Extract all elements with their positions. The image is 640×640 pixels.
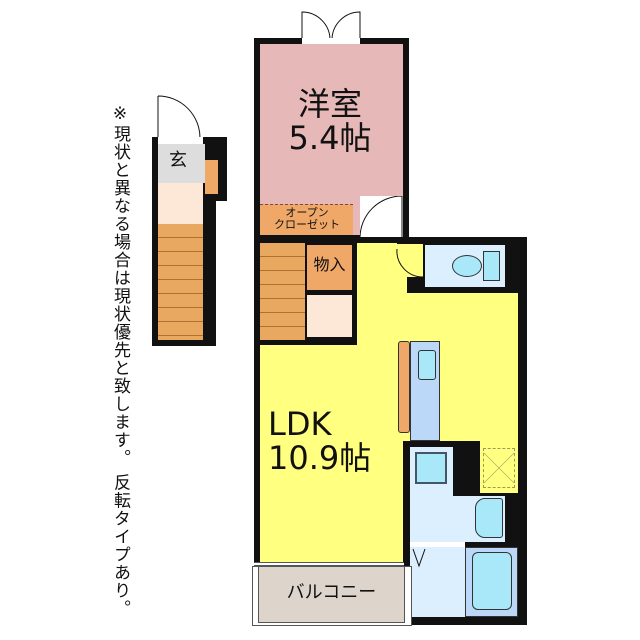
western-room-name: 洋室 (297, 85, 362, 123)
entrance-door-icon (157, 95, 201, 139)
open-closet (260, 204, 353, 235)
bath-entry (410, 547, 465, 617)
balcony-label: バルコニー (286, 582, 377, 603)
ldk-name: LDK (268, 405, 332, 443)
kitchen-sink-icon (418, 350, 436, 380)
toilet-tank (483, 251, 500, 281)
balcony-window (254, 562, 404, 566)
western-window-door-icon (301, 11, 361, 41)
window-opening (302, 38, 360, 44)
bath-door (410, 542, 465, 547)
entrance-door-opening (158, 137, 203, 144)
closet-label-line1: オープン (285, 206, 329, 219)
lower-stairs (158, 224, 203, 340)
shoe-storage (205, 160, 218, 194)
hall-floor (158, 183, 203, 224)
western-door-icon (360, 196, 403, 238)
washroom-wall (403, 441, 480, 447)
western-room-size: 5.4帖 (288, 118, 372, 157)
toilet-door-area (397, 243, 423, 277)
entrance-label: 玄 (169, 150, 187, 171)
hatch-icon (483, 448, 515, 488)
ldk-label: LDK 10.9帖 (268, 405, 398, 477)
bathtub-icon (472, 552, 512, 610)
storage-closet (307, 245, 352, 290)
western-label: 洋室 5.4帖 (270, 85, 390, 157)
closet-label-line2: クローゼット (274, 217, 340, 231)
upper-stairs (260, 243, 305, 340)
balcony (258, 566, 405, 623)
storage-label: 物入 (313, 255, 346, 274)
closet-label: オープン クローゼット (262, 207, 352, 230)
ldk-room (260, 345, 403, 562)
ldk-size: 10.9帖 (268, 438, 372, 477)
landing (307, 295, 352, 337)
drain-arrow-icon (412, 548, 426, 568)
wash-basin-icon (475, 498, 503, 538)
kitchen-counter (398, 341, 410, 433)
door-swing-area (360, 196, 403, 237)
toilet-door-icon (396, 248, 424, 278)
washing-machine-icon (415, 452, 447, 484)
western-room (260, 44, 403, 203)
disclaimer-note: ※現状と異なる場合は現状優先と致します。 反転タイプあり。 (110, 104, 130, 618)
entrance-area (158, 144, 205, 183)
toilet-icon (452, 255, 482, 277)
